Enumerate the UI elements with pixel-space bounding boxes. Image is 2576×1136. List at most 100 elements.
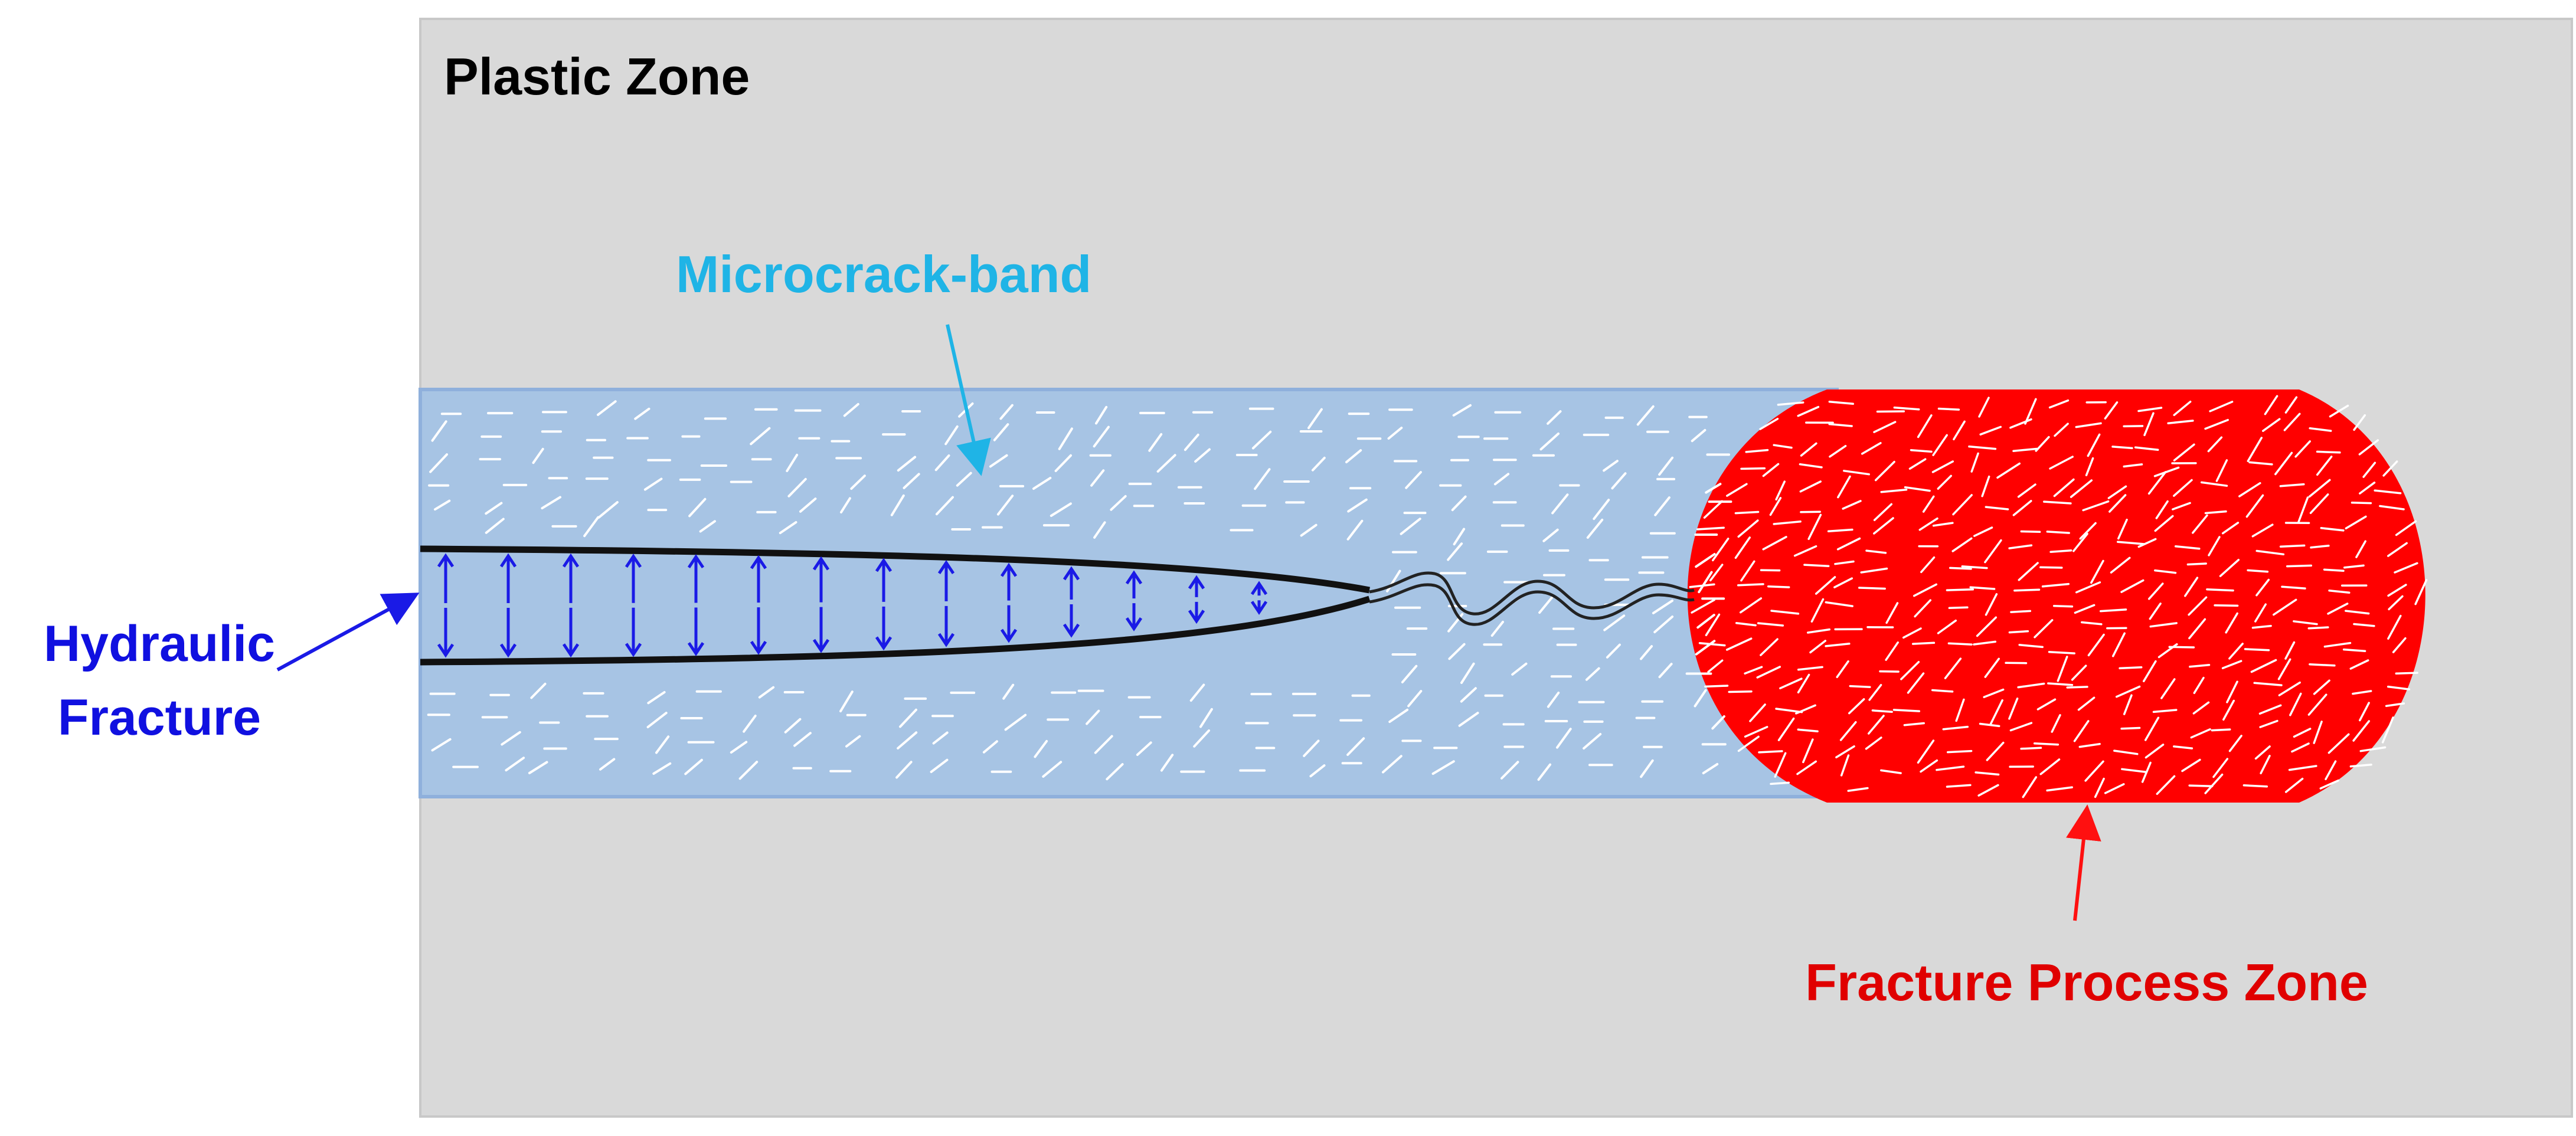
microcrack-mark <box>599 758 616 771</box>
microcrack-mark <box>2309 663 2336 667</box>
microcrack-mark <box>1658 663 1673 679</box>
crack-tip-wavy-line <box>1369 571 1695 616</box>
microcrack-mark <box>1382 755 1403 774</box>
microcrack-mark <box>1775 708 1803 713</box>
arrow-head-icon <box>750 555 767 569</box>
arrow-head-icon <box>875 558 893 572</box>
microcrack-mark <box>1042 761 1063 778</box>
microcrack-mark <box>935 496 954 516</box>
microcrack-mark <box>2323 568 2345 572</box>
microcrack-mark <box>431 738 452 752</box>
microcrack-mark <box>1537 763 1551 781</box>
arrow-head-icon <box>937 560 955 574</box>
microcrack-mark <box>1828 400 1854 405</box>
microcrack-mark <box>1658 456 1674 476</box>
microcrack-mark <box>2137 538 2157 548</box>
microcrack-mark <box>434 499 451 511</box>
microcrack-mark <box>1703 500 1723 519</box>
microcrack-mark <box>2094 777 2105 798</box>
microcrack-mark <box>2381 716 2394 744</box>
microcrack-mark <box>2188 784 2214 787</box>
microcrack-mark <box>1984 657 2000 678</box>
microcrack-mark <box>2033 742 2060 746</box>
microcrack-mark <box>2204 510 2227 515</box>
microcrack-mark <box>583 516 600 538</box>
microcrack-mark <box>1827 528 1853 532</box>
arrow-head-icon <box>812 556 830 571</box>
microcrack-mark <box>2116 541 2145 545</box>
microcrack-mark <box>1054 454 1072 472</box>
microcrack-mark <box>1861 441 1882 455</box>
microcrack-mark <box>2046 786 2073 792</box>
arrow-head-icon <box>562 643 580 658</box>
microcrack-mark <box>1460 662 1475 684</box>
microcrack-mark <box>2247 569 2269 573</box>
microcrack-mark <box>2154 569 2177 574</box>
microcrack-mark <box>2145 744 2165 759</box>
microcrack-mark <box>2247 437 2263 463</box>
microcrack-mark <box>2084 760 2104 782</box>
microcrack-mark <box>2362 461 2376 478</box>
fracture-process-zone-label: Fracture Process Zone <box>1805 953 2368 1011</box>
microcrack-mark <box>1942 725 1969 731</box>
microcrack-mark <box>2255 549 2285 556</box>
microcrack-mark <box>1865 549 1887 554</box>
microcrack-mark <box>897 731 918 749</box>
microcrack-mark <box>1984 539 2002 564</box>
microcrack-mark <box>2212 758 2229 778</box>
arrow-head-icon <box>687 554 705 569</box>
microcrack-mark <box>1937 407 1960 411</box>
microcrack-mark <box>1691 598 1715 614</box>
fluid-pressure-arrows <box>437 553 1268 658</box>
microcrack-mark <box>1800 442 1817 457</box>
microcrack-mark <box>2134 446 2159 451</box>
microcrack-mark <box>2049 456 2074 470</box>
microcrack-mark <box>1448 643 1466 660</box>
microcrack-mark <box>1447 542 1463 561</box>
microcrack-mark <box>1968 445 1997 450</box>
microcrack-mark <box>2081 621 2103 626</box>
arrow-head-icon <box>1000 562 1018 577</box>
microcrack-mark <box>890 494 905 516</box>
microcrack-mark <box>2353 414 2366 431</box>
microcrack-mark <box>2192 514 2208 534</box>
microcrack-mark <box>2264 395 2278 415</box>
microcrack-mark <box>2173 443 2195 461</box>
microcrack-mark <box>1490 620 1504 637</box>
microcrack-mark <box>1757 622 1784 627</box>
microcrack-mark <box>1407 690 1423 708</box>
microcrack-mark <box>1969 586 1996 590</box>
microcrack-mark <box>1640 645 1653 660</box>
microcrack-mark <box>1762 463 1780 477</box>
microcrack-mark <box>1986 741 2005 761</box>
microcrack-mark <box>2226 680 2238 703</box>
arrow-head-icon <box>625 643 642 657</box>
microcrack-mark <box>2020 747 2042 750</box>
microcrack-mark <box>1251 430 1272 450</box>
arrow-head-icon <box>562 553 580 568</box>
microcrack-mark <box>2110 556 2131 574</box>
microcrack-mark <box>1951 537 1973 552</box>
microcrack-mark <box>1606 643 1621 659</box>
microcrack-mark <box>1825 643 1851 647</box>
microcrack-mark <box>2215 459 2228 482</box>
microcrack-mark <box>2313 679 2330 695</box>
microcrack-mark <box>1303 739 1320 757</box>
microcrack-mark <box>2154 515 2174 532</box>
microcrack-mark <box>1093 425 1110 448</box>
microcrack-mark <box>840 497 851 514</box>
microcrack-mark <box>505 757 525 772</box>
microcrack-mark <box>1917 739 1935 764</box>
arrow-head-icon <box>687 642 705 656</box>
microcrack-mark <box>1815 576 1836 595</box>
microcrack-mark <box>1979 425 2002 436</box>
microcrack-mark <box>2085 457 2094 476</box>
microcrack-mark <box>1840 754 1850 777</box>
microcrack-mark <box>2309 493 2329 515</box>
microcrack-mark <box>2090 559 2104 584</box>
microcrack-mark <box>2018 562 2039 581</box>
microcrack-mark <box>2387 685 2411 690</box>
microcrack-mark <box>1803 564 1830 567</box>
microcrack-mark <box>1735 622 1757 627</box>
microcrack-mark <box>1307 408 1323 430</box>
